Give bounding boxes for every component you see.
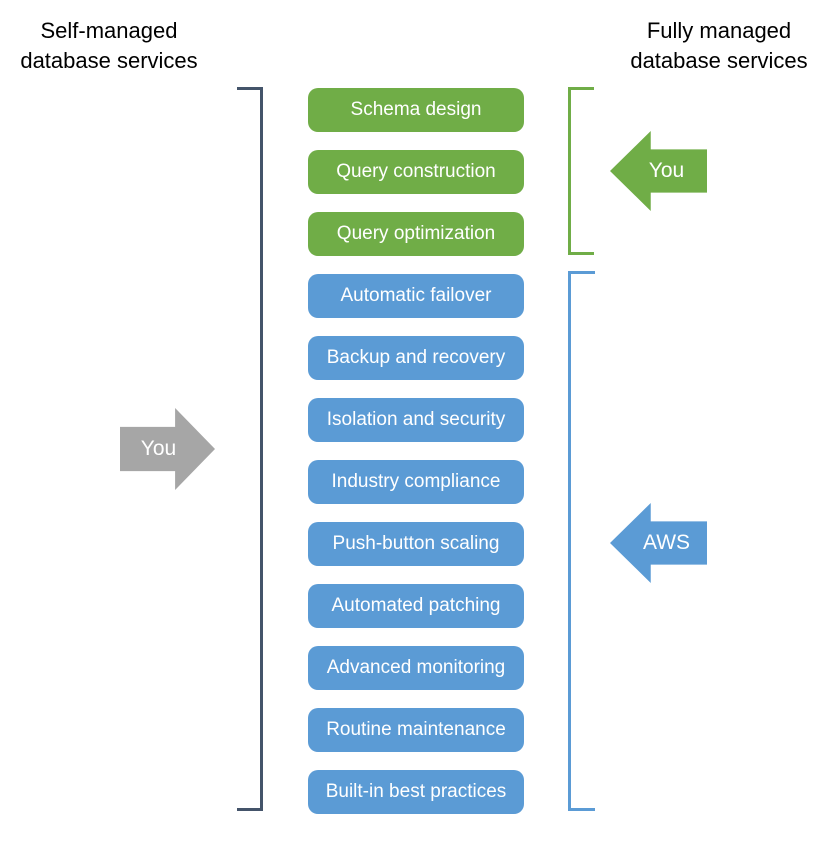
task-box-built-in-best-practices: Built-in best practices <box>308 770 524 814</box>
task-box-push-button-scaling: Push-button scaling <box>308 522 524 566</box>
you-arrow-fully-managed: You <box>610 131 707 211</box>
task-box-query-construction: Query construction <box>308 150 524 194</box>
task-box-advanced-monitoring: Advanced monitoring <box>308 646 524 690</box>
task-box-isolation-and-security: Isolation and security <box>308 398 524 442</box>
task-box-industry-compliance: Industry compliance <box>308 460 524 504</box>
fully-managed-aws-scope-bracket <box>568 271 595 811</box>
task-box-automated-patching: Automated patching <box>308 584 524 628</box>
self-managed-scope-bracket <box>237 87 263 811</box>
aws-arrow-fully-managed: AWS <box>610 503 707 583</box>
task-box-query-optimization: Query optimization <box>308 212 524 256</box>
you-arrow-self-managed-label: You <box>140 437 177 460</box>
task-box-automatic-failover: Automatic failover <box>308 274 524 318</box>
you-arrow-self-managed: You <box>120 408 215 490</box>
aws-arrow-fully-managed-label: AWS <box>642 531 691 554</box>
self-managed-title: Self-managed database services <box>20 18 198 73</box>
you-arrow-fully-managed-label: You <box>648 159 685 182</box>
task-box-routine-maintenance: Routine maintenance <box>308 708 524 752</box>
fully-managed-you-scope-bracket <box>568 87 594 255</box>
task-box-schema-design: Schema design <box>308 88 524 132</box>
fully-managed-title: Fully managed database services <box>630 18 808 73</box>
task-box-backup-and-recovery: Backup and recovery <box>308 336 524 380</box>
